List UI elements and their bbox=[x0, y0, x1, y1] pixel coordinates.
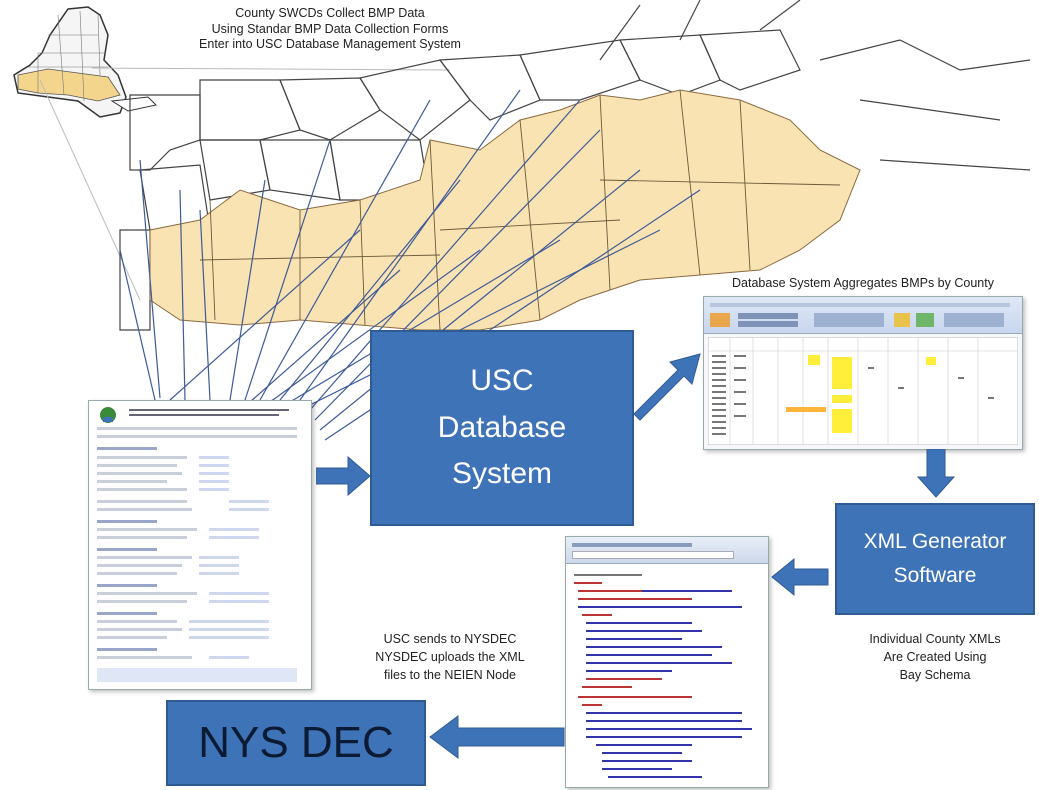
arrow-spreadsheet-to-xml bbox=[916, 449, 956, 498]
sends-caption: USC sends to NYSDEC NYSDEC uploads the X… bbox=[330, 630, 570, 684]
usc-box-line3: System bbox=[451, 457, 553, 491]
top-caption: County SWCDs Collect BMP Data Using Stan… bbox=[170, 6, 490, 53]
form-logo-icon bbox=[100, 407, 116, 423]
arrow-usc-to-spreadsheet bbox=[633, 353, 701, 421]
individual-caption-line1: Individual County XMLs bbox=[869, 632, 1001, 646]
bmp-data-collection-form bbox=[88, 400, 312, 690]
ny-state-map bbox=[13, 6, 158, 118]
xml-box-line2: Software bbox=[893, 564, 977, 587]
top-caption-line1: County SWCDs Collect BMP Data bbox=[235, 6, 425, 20]
usc-box-line2: Database bbox=[437, 410, 567, 444]
sends-caption-line1: USC sends to NYSDEC bbox=[383, 632, 517, 646]
xml-generator-box: XML Generator Software bbox=[835, 503, 1035, 615]
sends-caption-line2: NYSDEC uploads the XML bbox=[375, 650, 525, 665]
usc-box-line1: USC bbox=[470, 364, 534, 398]
sends-caption-line3: files to the NEIEN Node bbox=[383, 668, 516, 683]
top-caption-line2: Using Standar BMP Data Collection Forms bbox=[211, 21, 449, 36]
individual-xml-caption: Individual County XMLs Are Created Using… bbox=[830, 630, 1039, 684]
nys-dec-box: NYS DEC bbox=[166, 700, 426, 786]
xml-box-line1: XML Generator bbox=[863, 530, 1007, 554]
arrow-browser-to-nysdec bbox=[429, 715, 565, 759]
individual-caption-line3: Bay Schema bbox=[899, 668, 971, 683]
top-caption-line3: Enter into USC Database Management Syste… bbox=[199, 37, 461, 52]
arrow-form-to-usc bbox=[316, 455, 371, 497]
usc-database-system-box: USC Database System bbox=[370, 330, 634, 526]
xml-browser-window bbox=[565, 536, 769, 788]
arrow-xml-to-browser bbox=[771, 557, 829, 597]
individual-caption-line2: Are Created Using bbox=[883, 650, 987, 665]
aggregate-spreadsheet bbox=[703, 296, 1023, 450]
aggregate-caption: Database System Aggregates BMPs by Count… bbox=[732, 276, 994, 290]
